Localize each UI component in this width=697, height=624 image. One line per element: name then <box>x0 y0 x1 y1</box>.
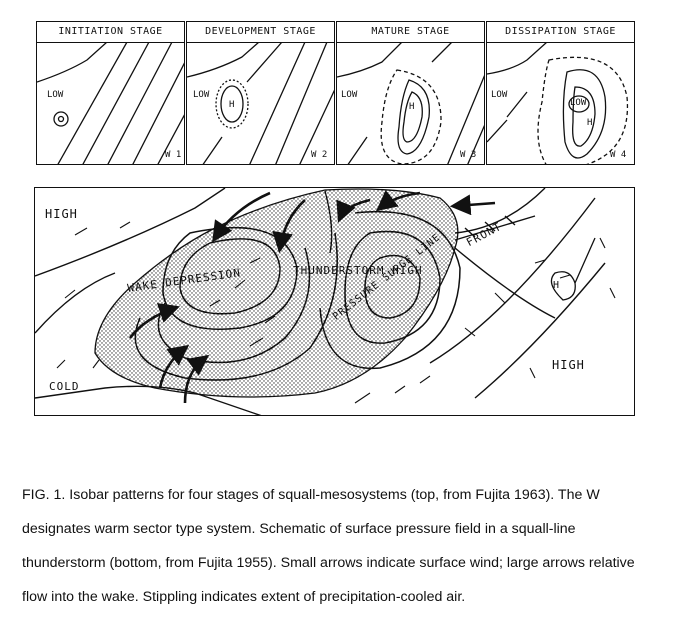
isobar-pattern-mature <box>337 42 484 164</box>
caption-line: FIG. 1. Isobar patterns for four stages … <box>22 487 600 503</box>
panel-development-stage: DEVELOPMENT STAGE LOW H W 2 <box>186 21 335 165</box>
caption-line: flow into the wake. Stippling indicates … <box>22 589 466 605</box>
low-label: LOW <box>193 90 210 100</box>
low-label: LOW <box>341 90 358 100</box>
caption-line: thunderstorm (bottom, from Fujita 1955).… <box>22 555 635 571</box>
stage-panels: INITIATION STAGE LOW W 1 DEVELOPMENT STA… <box>36 21 635 165</box>
isobar-pattern-development <box>187 42 334 164</box>
h-marker-label: H <box>553 280 561 291</box>
cold-front-label: COLD <box>49 380 80 393</box>
panel-code: W 2 <box>311 150 328 160</box>
isobar-pattern-dissipation <box>487 42 629 164</box>
figure-caption: FIG. 1. Isobar patterns for four stages … <box>22 478 682 614</box>
low-label: LOW <box>491 90 508 100</box>
high-pressure-label-left: HIGH <box>45 207 78 221</box>
panel-code: W 1 <box>165 150 182 160</box>
surface-pressure-field <box>35 188 616 415</box>
panel-title: INITIATION STAGE <box>37 22 184 43</box>
caption-line: designates warm sector type system. Sche… <box>22 521 576 537</box>
panel-title: DISSIPATION STAGE <box>487 22 634 43</box>
squall-line-schematic: HIGH HIGH WAKE DEPRESSION THUNDERSTORM H… <box>34 187 635 416</box>
panel-title: DEVELOPMENT STAGE <box>187 22 334 43</box>
panel-code: W 3 <box>460 150 477 160</box>
thunderstorm-high-label: THUNDERSTORM HIGH <box>293 264 423 277</box>
high-label: H <box>587 118 593 128</box>
stippled-cold-air-region <box>94 188 459 398</box>
low-label: LOW <box>47 90 64 100</box>
panel-title: MATURE STAGE <box>337 22 484 43</box>
panel-dissipation-stage: DISSIPATION STAGE LOW LOW H W 4 <box>486 21 635 165</box>
isobar-pattern-initiation <box>37 42 184 164</box>
panel-code: W 4 <box>610 150 627 160</box>
inner-low-label: LOW <box>570 98 587 108</box>
panel-mature-stage: MATURE STAGE LOW H W 3 <box>336 21 485 165</box>
panel-initiation-stage: INITIATION STAGE LOW W 1 <box>36 21 185 165</box>
high-label: H <box>409 102 415 112</box>
high-label: H <box>229 100 235 110</box>
high-pressure-label-right: HIGH <box>552 358 585 372</box>
